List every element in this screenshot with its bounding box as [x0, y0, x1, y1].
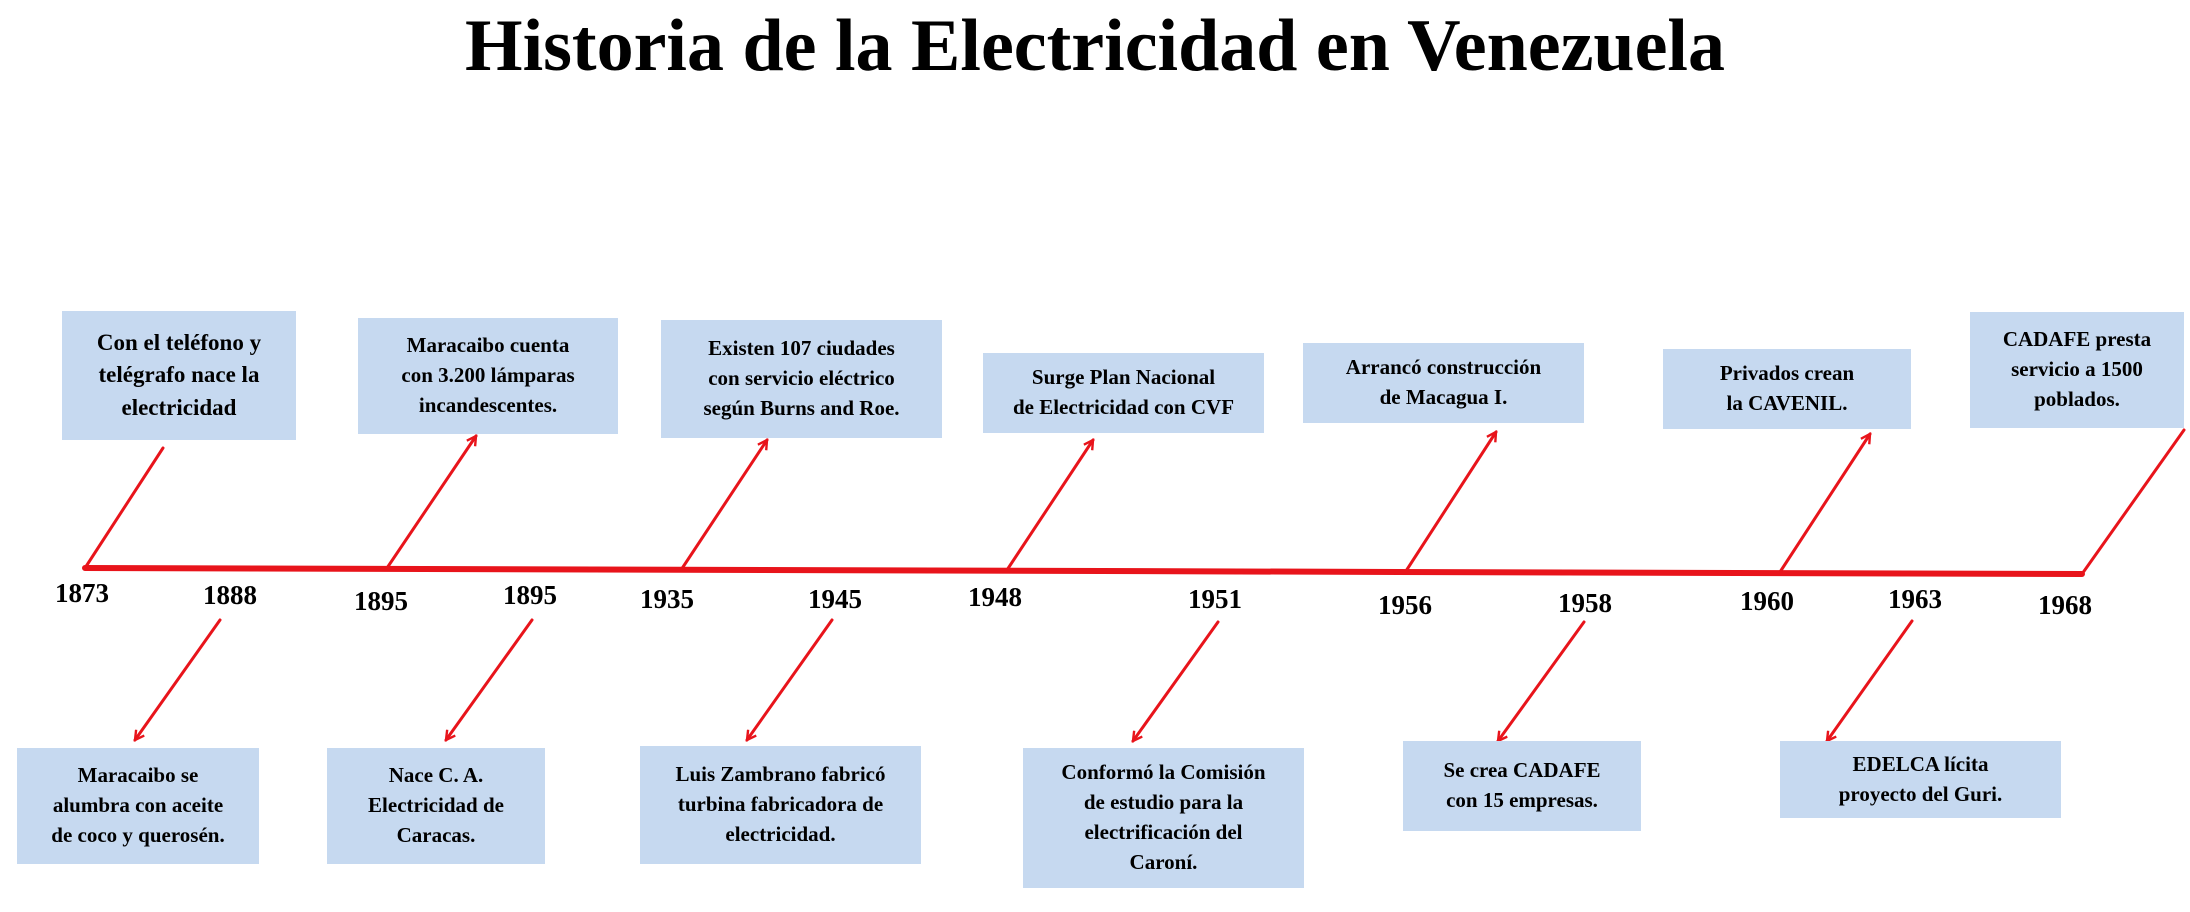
event-1895-lamparas: Maracaibo cuenta con 3.200 lámparas inca… — [358, 318, 618, 434]
arrow-1945 — [745, 618, 834, 740]
year-label: 1888 — [203, 580, 257, 610]
event-1948: Surge Plan Nacional de Electricidad con … — [983, 353, 1264, 433]
connector-1968 — [2080, 428, 2186, 576]
arrow-1895a — [385, 436, 478, 570]
year-label: 1951 — [1188, 584, 1242, 614]
year-label: 1956 — [1378, 590, 1432, 620]
arrow-1935 — [679, 440, 769, 572]
diagram-title: Historia de la Electricidad en Venezuela — [465, 5, 1725, 87]
year-label: 1963 — [1888, 584, 1942, 614]
year-label: 1968 — [2038, 590, 2092, 620]
year-label: 1960 — [1740, 586, 1794, 616]
event-1963: EDELCA lícita proyecto del Guri. — [1780, 741, 2061, 818]
event-1960: Privados crean la CAVENIL. — [1663, 349, 1911, 429]
year-label: 1945 — [808, 584, 862, 614]
event-1956: Arrancó construcción de Macagua I. — [1303, 343, 1584, 423]
arrow-1951 — [1131, 620, 1220, 741]
arrow-1963 — [1825, 619, 1914, 741]
year-label: 1948 — [968, 582, 1022, 612]
arrow-1958 — [1496, 620, 1586, 741]
event-1958: Se crea CADAFE con 15 empresas. — [1403, 741, 1641, 831]
event-1951: Conformó la Comisión de estudio para la … — [1023, 748, 1304, 888]
event-1945: Luis Zambrano fabricó turbina fabricador… — [640, 746, 921, 864]
arrow-1895b — [444, 618, 534, 740]
year-label: 1958 — [1558, 588, 1612, 618]
year-label: 1935 — [640, 584, 694, 614]
event-1873: Con el teléfono y telégrafo nace la elec… — [62, 311, 296, 440]
arrow-1960 — [1778, 434, 1872, 574]
arrow-1956 — [1404, 432, 1498, 573]
event-1895-edc: Nace C. A. Electricidad de Caracas. — [327, 748, 545, 864]
arrow-1948 — [1005, 440, 1095, 572]
year-label: 1895 — [354, 586, 408, 616]
arrow-1888 — [133, 618, 222, 740]
timeline-axis — [82, 565, 2085, 577]
event-1935: Existen 107 ciudades con servicio eléctr… — [661, 320, 942, 438]
year-label: 1895 — [503, 580, 557, 610]
connector-1873 — [83, 446, 165, 570]
event-1968: CADAFE presta servicio a 1500 poblados. — [1970, 312, 2184, 428]
event-1888: Maracaibo se alumbra con aceite de coco … — [17, 748, 259, 864]
year-label: 1873 — [55, 578, 109, 608]
